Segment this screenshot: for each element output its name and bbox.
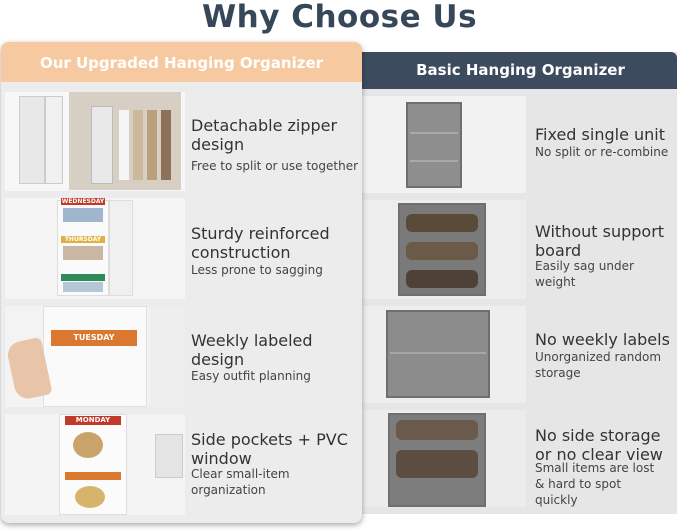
basic-image-fixed-unit (362, 96, 526, 193)
basic-image-sagging (362, 200, 526, 299)
upgraded-image-detachable (5, 92, 185, 191)
tuesday-tag: TUESDAY (51, 330, 137, 346)
basic-feature-4-sub: Small items are lost & hard to spot quic… (535, 461, 655, 507)
upgraded-image-side-pockets: MONDAY (5, 414, 185, 515)
upgraded-image-weekly-label: TUESDAY (5, 306, 185, 407)
thursday-tag: THURSDAY (61, 236, 105, 243)
basic-feature-1-title: Fixed single unit (535, 125, 665, 144)
basic-feature-2-sub: Easily sag under weight (535, 259, 634, 289)
basic-feature-1-sub: No split or re-combine (535, 145, 669, 159)
upgraded-feature-3-sub: Easy outfit planning (191, 369, 311, 383)
upgraded-feature-2-sub: Less prone to sagging (191, 263, 323, 277)
basic-feature-3-title: No weekly labels (535, 330, 670, 349)
basic-feature-2-title: Without support board (535, 222, 665, 260)
basic-image-no-side-storage (362, 410, 526, 507)
upgraded-column: Our Upgraded Hanging Organizer Detachabl… (1, 42, 362, 523)
basic-feature-4-title: No side storage or no clear view (535, 426, 663, 464)
monday-tag: MONDAY (65, 416, 121, 425)
wednesday-tag: WEDNESDAY (61, 198, 105, 205)
basic-header: Basic Hanging Organizer (356, 52, 677, 89)
upgraded-feature-4-title: Side pockets + PVC window (191, 430, 348, 468)
upgraded-feature-1-title: Detachable zipper design (191, 116, 338, 154)
upgraded-feature-3-title: Weekly labeled design (191, 331, 313, 369)
upgraded-image-sturdy: WEDNESDAY THURSDAY (5, 198, 185, 299)
page-title: Why Choose Us (201, 0, 478, 35)
upgraded-feature-1-sub: Free to split or use together (191, 159, 359, 173)
basic-feature-3-sub: Unorganized random storage (535, 350, 662, 380)
upgraded-header: Our Upgraded Hanging Organizer (1, 42, 362, 82)
upgraded-feature-2-title: Sturdy reinforced construction (191, 224, 330, 262)
upgraded-feature-4-sub: Clear small-item organization (191, 467, 290, 497)
basic-image-no-labels (362, 306, 526, 403)
